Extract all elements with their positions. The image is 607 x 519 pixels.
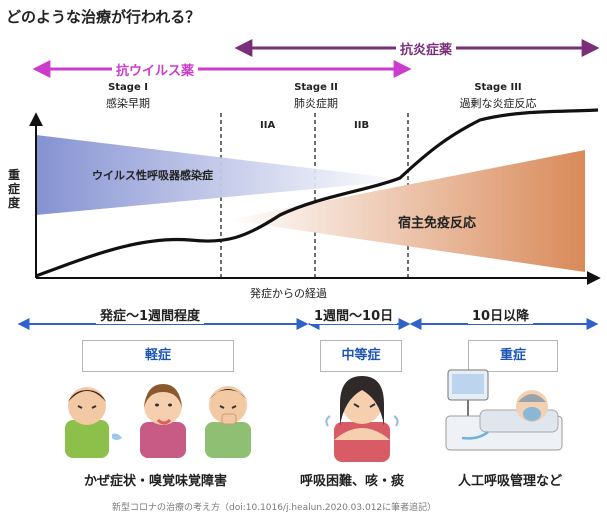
stage-3-desc: 過剰な炎症反応 [459,97,537,110]
antiinflammatory-label: 抗炎症薬 [396,39,457,58]
stage-1-desc: 感染早期 [106,97,150,110]
period-mild: 発症～1週間程度 [96,305,205,324]
host-curve-label: 宿主免疫反応 [398,216,477,231]
y-axis-label: 重症度 [7,168,20,210]
stage-3-label: Stage III [474,82,522,93]
severity-severe: 重症 [468,340,558,372]
substage-iib: IIB [354,120,370,131]
moderate-patient-illustration [325,376,399,462]
severity-curve [35,108,599,278]
source-footer: 新型コロナの治療の考え方（doi:10.1016/j.healun.2020.0… [112,503,437,513]
stage-2-desc: 肺炎症期 [294,97,338,110]
x-axis-label: 発症からの経過 [250,287,327,300]
symptom-moderate: 呼吸困難、咳・痰 [300,474,405,489]
stage-1-label: Stage I [108,82,148,93]
stage-2-label: Stage II [294,82,338,93]
period-moderate: 1週間～10日 [310,305,398,324]
symptom-mild: かぜ症状・嗅覚味覚障害 [84,474,228,489]
substage-iia: IIA [260,120,276,131]
page-title: どのような治療が行われる？ [6,8,201,26]
severity-moderate: 中等症 [320,340,402,372]
severe-patient-illustration [445,369,563,451]
host-wedge [228,150,585,272]
symptom-severe: 人工呼吸管理など [458,474,563,489]
antiviral-label: 抗ウイルス薬 [112,60,199,79]
virus-wedge [36,135,408,215]
mild-patients-illustration [65,384,251,458]
period-severe: 10日以降 [468,305,534,324]
severity-mild: 軽症 [82,340,234,372]
virus-curve-label: ウイルス性呼吸器感染症 [92,169,213,182]
